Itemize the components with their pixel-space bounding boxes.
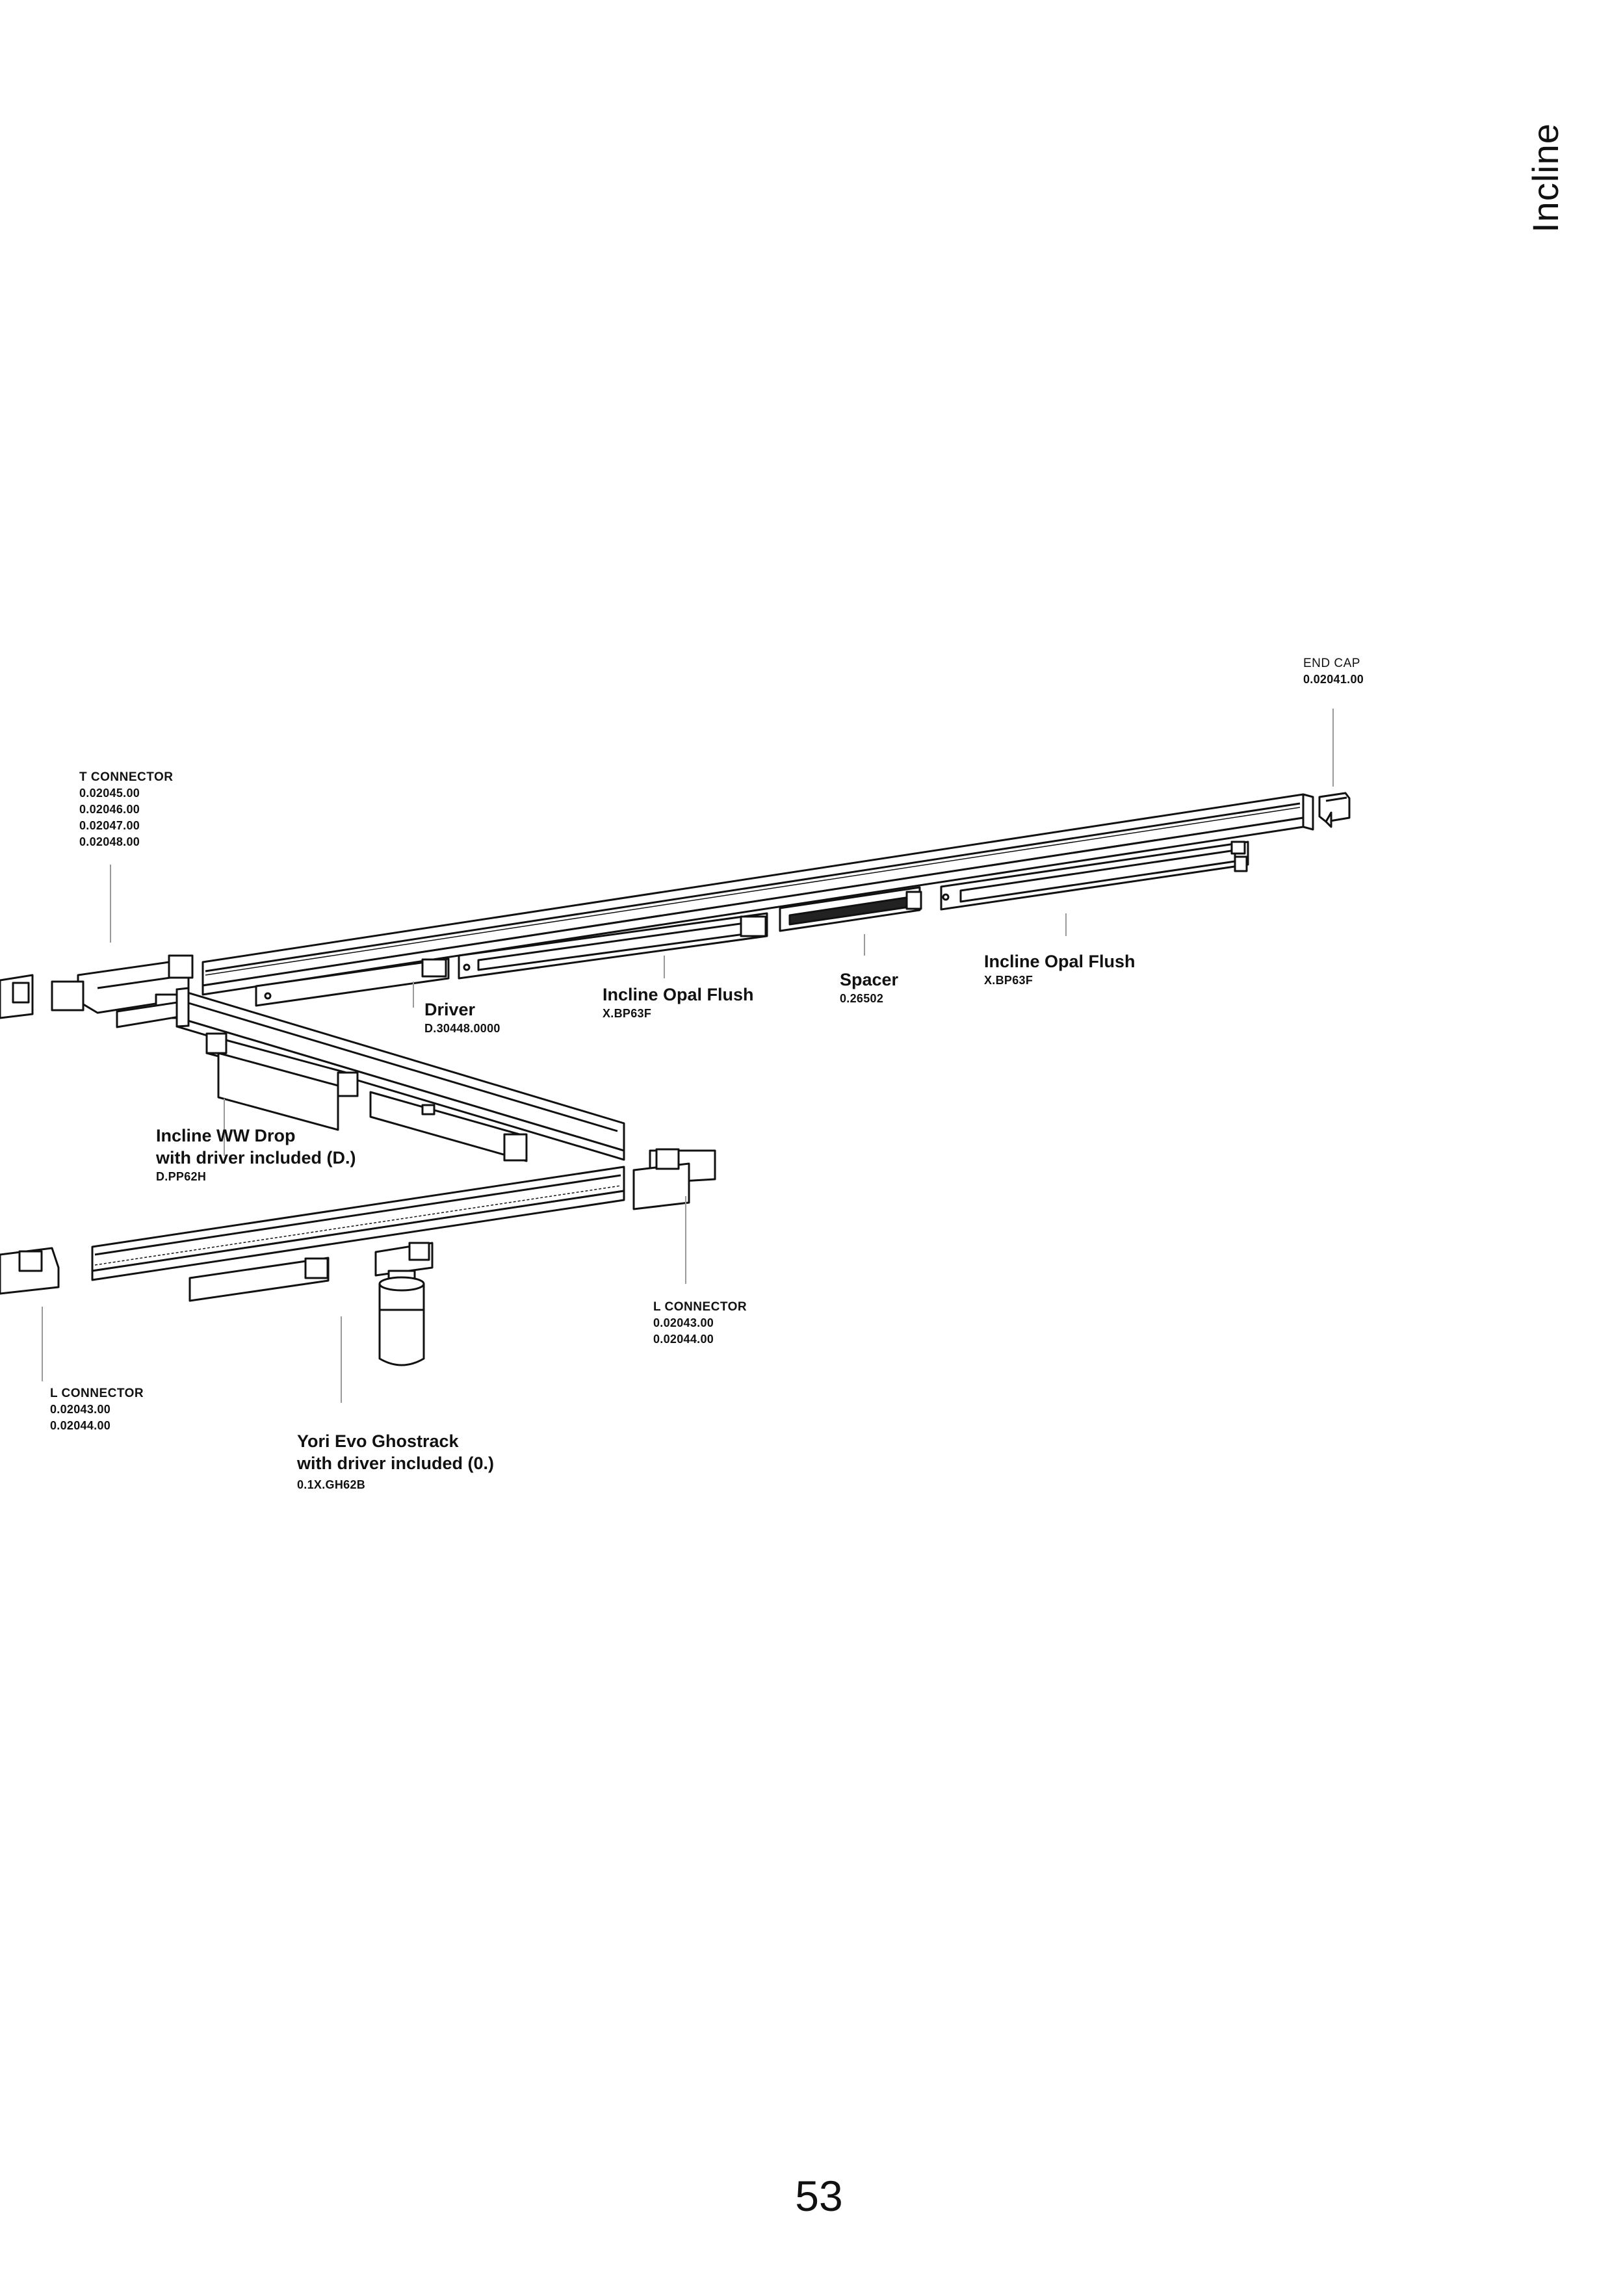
- driver-name: Driver: [424, 1000, 476, 1019]
- opal-flush-left-name: Incline Opal Flush: [603, 985, 754, 1004]
- spacer-part: [779, 886, 922, 932]
- diagonal-track: [175, 987, 625, 1161]
- left-edge-connector-bottom: [0, 1247, 60, 1295]
- main-track-lower: [91, 1166, 625, 1281]
- diagonal-driver-part: [369, 1091, 528, 1162]
- l-connector-left-title: L CONNECTOR: [50, 1387, 144, 1400]
- spacer-name: Spacer: [840, 970, 899, 989]
- driver-code: D.30448.0000: [424, 1022, 500, 1035]
- yori-evo-name-line2: with driver included (0.): [297, 1454, 495, 1473]
- driver-part: [255, 958, 450, 1007]
- ww-drop-name-line1: Incline WW Drop: [156, 1126, 296, 1145]
- t-connector-code-3: 0.02047.00: [79, 819, 140, 832]
- page-number: 53: [795, 2172, 843, 2220]
- l-connector-right-title: L CONNECTOR: [653, 1300, 747, 1314]
- l-connector-right-code-2: 0.02044.00: [653, 1333, 714, 1346]
- yori-evo-label: Yori Evo Ghostrack with driver included …: [297, 1430, 494, 1493]
- t-connector-code-2: 0.02046.00: [79, 803, 140, 816]
- t-connector-part: [51, 954, 196, 1028]
- end-cap-code: 0.02041.00: [1303, 673, 1364, 686]
- opal-flush-right-label: Incline Opal Flush X.BP63F: [984, 950, 1136, 989]
- opal-flush-right-name: Incline Opal Flush: [984, 952, 1136, 971]
- l-connector-left-label: L CONNECTOR 0.02043.00 0.02044.00: [50, 1385, 144, 1434]
- l-connector-right-label: L CONNECTOR 0.02043.00 0.02044.00: [653, 1299, 747, 1348]
- end-cap-part: [1318, 792, 1351, 828]
- opal-flush-left-label: Incline Opal Flush X.BP63F: [603, 984, 754, 1022]
- opal-flush-right-code: X.BP63F: [984, 974, 1033, 987]
- t-connector-code-4: 0.02048.00: [79, 835, 140, 848]
- left-edge-connector-top: [0, 974, 34, 1019]
- ww-drop-name-line2: with driver included (D.): [156, 1148, 356, 1168]
- t-connector-label: T CONNECTOR 0.02045.00 0.02046.00 0.0204…: [79, 769, 173, 850]
- spacer-label: Spacer 0.26502: [840, 969, 898, 1007]
- l-connector-right-part: [632, 1148, 716, 1210]
- opal-flush-left-code: X.BP63F: [603, 1007, 652, 1020]
- end-cap-title: END CAP: [1303, 657, 1360, 670]
- l-connector-left-code-1: 0.02043.00: [50, 1403, 111, 1416]
- driver-label: Driver D.30448.0000: [424, 998, 500, 1037]
- opal-flush-part-left: [458, 912, 768, 980]
- leader-lines: [42, 709, 1334, 1403]
- l-connector-right-code-1: 0.02043.00: [653, 1316, 714, 1329]
- spacer-code: 0.26502: [840, 992, 884, 1005]
- t-connector-code-1: 0.02045.00: [79, 787, 140, 800]
- main-track-upper: [201, 793, 1314, 996]
- opal-flush-part-right: [940, 841, 1249, 911]
- ww-drop-code: D.PP62H: [156, 1170, 207, 1183]
- yori-evo-spot-part: [374, 1242, 434, 1366]
- yori-evo-code: 0.1X.GH62B: [297, 1478, 366, 1491]
- t-connector-title: T CONNECTOR: [79, 770, 174, 784]
- l-connector-left-code-2: 0.02044.00: [50, 1419, 111, 1432]
- end-cap-label: END CAP 0.02041.00: [1303, 655, 1364, 688]
- ww-drop-part: [205, 1032, 359, 1131]
- ww-drop-label: Incline WW Drop with driver included (D.…: [156, 1125, 356, 1185]
- yori-evo-name-line1: Yori Evo Ghostrack: [297, 1431, 459, 1451]
- lower-module-part: [188, 1257, 330, 1302]
